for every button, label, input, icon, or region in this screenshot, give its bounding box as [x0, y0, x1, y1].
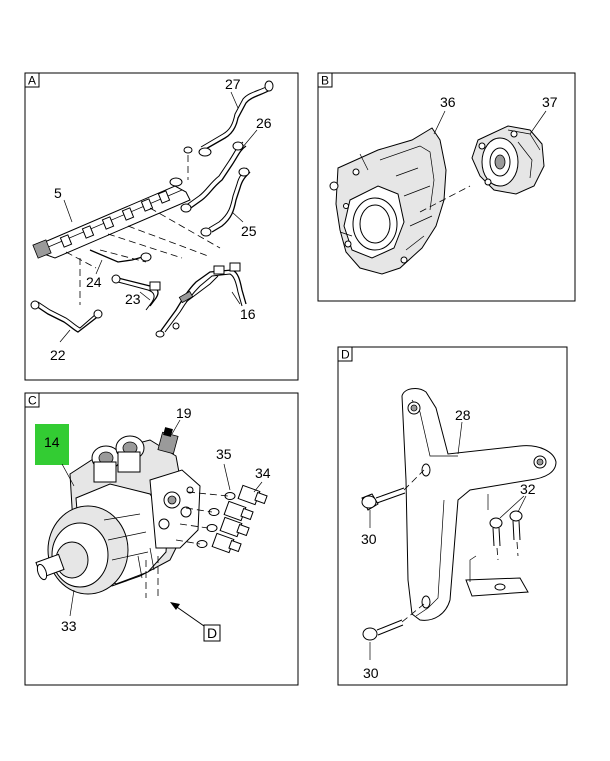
pump-drive-housing [329, 127, 447, 275]
callout-33: 33 [61, 618, 77, 634]
assembly-line-b [419, 185, 471, 213]
callout-30-lower: 30 [363, 665, 379, 681]
mounting-bracket [401, 388, 557, 621]
callout-30-upper: 30 [361, 531, 377, 547]
bolt-30-lower [362, 603, 425, 641]
callout-37: 37 [542, 94, 558, 110]
assembly-leader-lines [65, 207, 221, 305]
callout-36: 36 [440, 94, 456, 110]
bolts-32 [489, 510, 523, 561]
fuel-rail-assembly [32, 146, 193, 259]
callout-24: 24 [86, 274, 102, 290]
callout-5: 5 [54, 185, 62, 201]
panel-d: D [337, 346, 568, 686]
panel-b-letter: B [321, 74, 329, 88]
callout-22: 22 [50, 347, 66, 363]
fuel-line-27 [198, 80, 274, 157]
callout-25: 25 [241, 223, 257, 239]
callout-14: 14 [44, 434, 60, 450]
callout-34: 34 [255, 465, 271, 481]
fuel-line-16 [155, 262, 247, 338]
injection-pump [35, 427, 201, 595]
callout-32: 32 [520, 481, 536, 497]
view-reference-label: D [207, 625, 217, 641]
callout-23: 23 [125, 291, 141, 307]
panel-a-letter: A [28, 74, 36, 88]
panel-c: C [24, 392, 299, 686]
fuel-line-25 [180, 167, 251, 237]
panel-c-letter: C [28, 394, 37, 408]
fuel-line-23 [111, 274, 161, 311]
fuel-line-26 [184, 141, 247, 211]
panel-d-letter: D [341, 348, 350, 362]
callout-19: 19 [176, 405, 192, 421]
callout-35: 35 [216, 446, 232, 462]
panel-b: B [317, 72, 576, 302]
callout-16: 16 [240, 306, 256, 322]
leader-lines-a [59, 91, 258, 343]
highlight-box-14 [35, 424, 69, 465]
callout-27: 27 [225, 76, 241, 92]
leader-lines-c [61, 419, 263, 617]
view-arrow: D [170, 602, 221, 642]
delivery-fittings [145, 484, 268, 598]
drive-adapter [471, 125, 545, 195]
fuel-line-24 [89, 249, 152, 263]
callout-28: 28 [455, 407, 471, 423]
bolt-30-upper [361, 469, 425, 511]
panel-a: A [24, 72, 299, 381]
callout-26: 26 [256, 115, 272, 131]
leader-lines-d [369, 421, 527, 660]
fuel-line-22 [30, 300, 103, 333]
leader-lines-b [433, 110, 547, 135]
